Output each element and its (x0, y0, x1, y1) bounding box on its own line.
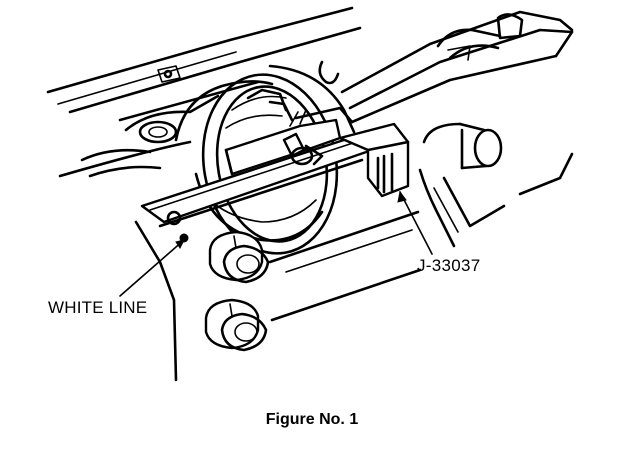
bolt-lower (204, 298, 268, 352)
figure-caption: Figure No. 1 (265, 411, 359, 428)
cylinder-head-outline (46, 6, 362, 178)
bolt-upper (208, 230, 270, 284)
engine-block-lower (134, 152, 574, 382)
leader-lines (119, 190, 433, 297)
valve-cover (318, 10, 574, 124)
tool-number-label: J-33037 (417, 256, 481, 275)
cam-spindle (418, 122, 506, 248)
timing-tool-j33037 (140, 106, 410, 243)
white-line-label: WHITE LINE (48, 298, 148, 317)
